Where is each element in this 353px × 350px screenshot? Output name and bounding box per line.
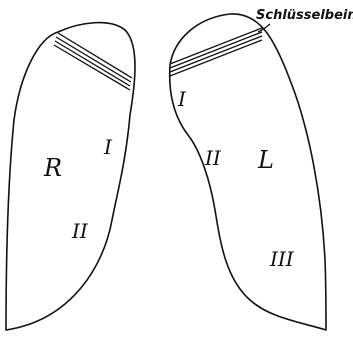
left-lobe-3-label: III	[269, 247, 295, 271]
right-lobe-1-label: I	[103, 135, 113, 159]
left-clavicle	[170, 28, 262, 76]
right-side-label: R	[43, 154, 62, 182]
left-lobe-2-label: II	[204, 146, 222, 170]
left-side-label: L	[257, 146, 274, 174]
right-lobe-2-label: II	[71, 219, 89, 243]
right-clavicle	[54, 33, 132, 90]
clavicle-label: Schlüsselbein	[256, 8, 353, 23]
left-lung-outline	[170, 14, 326, 330]
left-lobe-1-label: I	[177, 87, 187, 111]
